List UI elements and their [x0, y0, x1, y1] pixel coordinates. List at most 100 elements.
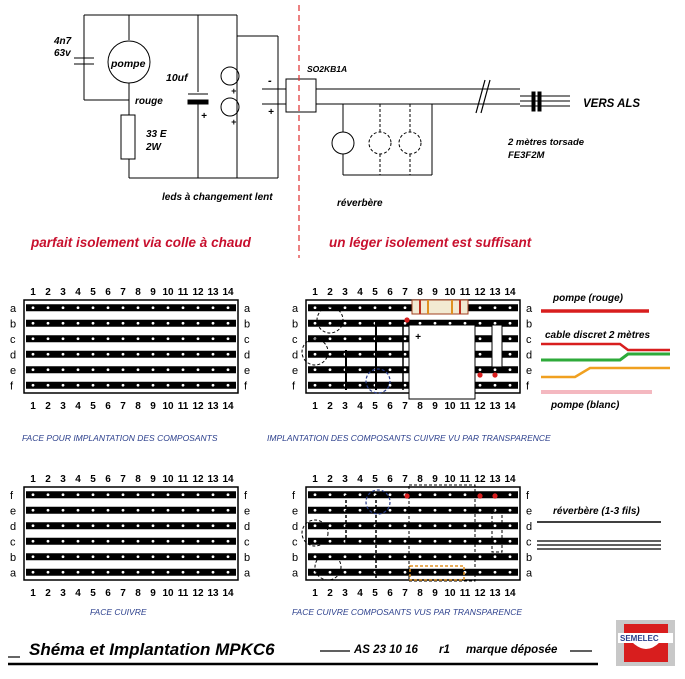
board-hole [166, 539, 170, 543]
board-hole [61, 555, 65, 559]
column-number-bottom: 1 [312, 588, 318, 599]
board-hole [121, 383, 125, 387]
board-hole [31, 383, 35, 387]
row-label-right: a [526, 567, 533, 579]
board-hole [136, 321, 140, 325]
board-hole [121, 352, 125, 356]
board-hole [493, 570, 497, 574]
column-number-bottom: 13 [207, 588, 219, 599]
row-label-right: b [244, 552, 250, 564]
board-hole [31, 321, 35, 325]
board-hole [151, 493, 155, 497]
board-hole [211, 570, 215, 574]
row-label-left: a [292, 303, 299, 315]
legend-reverbere-fils: réverbère (1-3 fils) [553, 506, 640, 517]
board-hole [358, 524, 362, 528]
board-hole [76, 306, 80, 310]
copper-strip [308, 553, 518, 561]
column-number-bottom: 11 [178, 588, 189, 599]
row-label-left: b [292, 552, 298, 564]
column-number-bottom: 6 [387, 588, 393, 599]
board-hole [433, 539, 437, 543]
row-label-left: f [10, 490, 14, 502]
board-hole [448, 570, 452, 574]
board-hole [91, 321, 95, 325]
column-number-top: 12 [192, 474, 204, 485]
copper-strip [26, 381, 236, 389]
copper-strip [26, 522, 236, 530]
board-hole [166, 321, 170, 325]
column-number-top: 14 [504, 474, 516, 485]
board-hole [196, 570, 200, 574]
row-label-right: b [526, 552, 532, 564]
board-hole [508, 306, 512, 310]
column-number-bottom: 7 [402, 588, 408, 599]
column-number-top: 11 [178, 287, 189, 298]
row-label-left: d [10, 521, 16, 533]
column-number-bottom: 5 [90, 401, 96, 412]
board-hole [181, 306, 185, 310]
board-hole [121, 321, 125, 325]
column-number-top: 9 [432, 474, 438, 485]
board-hole [166, 352, 170, 356]
board-hole [106, 493, 110, 497]
column-number-bottom: 8 [135, 401, 141, 412]
board-hole [508, 539, 512, 543]
board-hole [403, 352, 407, 356]
column-number-bottom: 13 [489, 588, 501, 599]
cable-length-label: 2 mètres torsade [507, 137, 585, 148]
board-hole [91, 368, 95, 372]
column-number-bottom: 6 [105, 401, 111, 412]
column-number-bottom: 8 [135, 588, 141, 599]
column-number-bottom: 11 [460, 588, 471, 599]
board-hole [358, 306, 362, 310]
row-label-left: f [292, 380, 296, 392]
column-number-bottom: 2 [327, 401, 333, 412]
board-hole [358, 539, 362, 543]
board-hole [181, 383, 185, 387]
cap-voltage-label: 63v [54, 48, 72, 59]
reverbere-label: réverbère [337, 198, 383, 209]
board-hole [106, 570, 110, 574]
board-hole [226, 524, 230, 528]
row-label-left: c [10, 536, 16, 548]
board-hole [151, 368, 155, 372]
legend-cable-discret: cable discret 2 mètres [545, 330, 650, 341]
board-hole [508, 555, 512, 559]
caption-face-implantation: FACE POUR IMPLANTATION DES COMPOSANTS [22, 433, 218, 443]
caption-implantation-cuivre: IMPLANTATION DES COMPOSANTS CUIVRE VU PA… [267, 433, 551, 443]
board-hole [418, 321, 422, 325]
board-hole [388, 368, 392, 372]
column-number-top: 12 [474, 287, 486, 298]
board-hole [226, 508, 230, 512]
schematic [74, 5, 570, 258]
board-hole [211, 555, 215, 559]
board-hole [196, 524, 200, 528]
board-hole [166, 524, 170, 528]
board-hole [136, 524, 140, 528]
board-hole [46, 306, 50, 310]
board-hole [196, 539, 200, 543]
board-hole [166, 306, 170, 310]
board-hole [226, 337, 230, 341]
board-hole [403, 306, 407, 310]
board-hole [418, 555, 422, 559]
column-number-bottom: 10 [162, 401, 174, 412]
column-number-bottom: 5 [372, 588, 378, 599]
column-number-top: 6 [387, 287, 393, 298]
board-hole [328, 368, 332, 372]
row-label-right: a [244, 303, 251, 315]
board-hole [151, 383, 155, 387]
board-hole [196, 306, 200, 310]
row-label-left: b [10, 318, 16, 330]
board-hole [181, 352, 185, 356]
column-number-bottom: 12 [474, 401, 486, 412]
board-hole [508, 570, 512, 574]
column-number-top: 14 [222, 474, 234, 485]
column-number-top: 9 [150, 287, 156, 298]
board-hole [358, 337, 362, 341]
copper-strip [308, 319, 518, 327]
component-overlay-bottom [301, 484, 503, 582]
board-hole [403, 368, 407, 372]
